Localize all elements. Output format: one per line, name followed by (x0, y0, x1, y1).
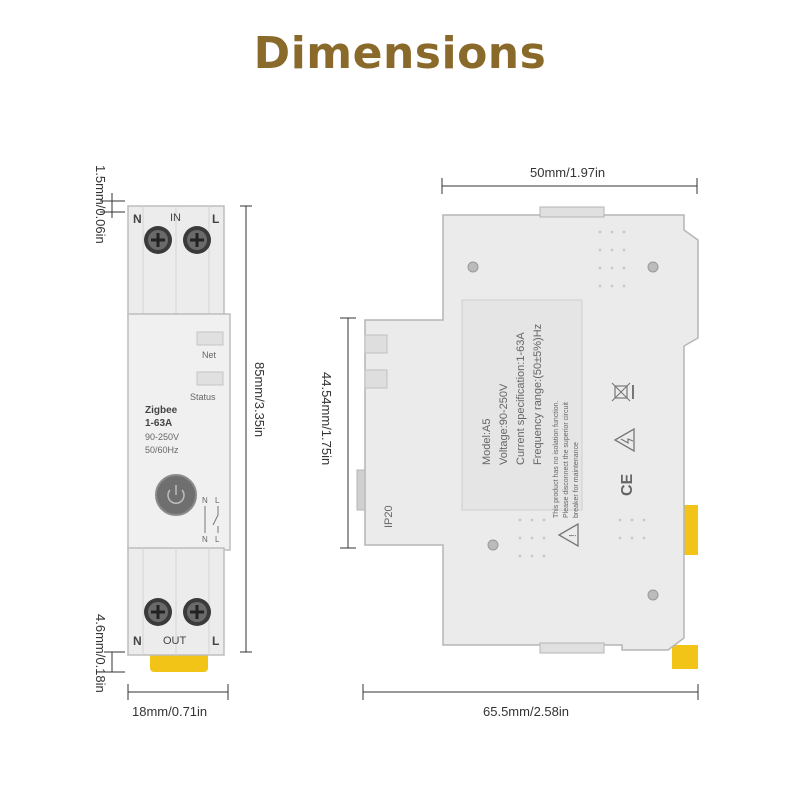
frequency-label: 50/60Hz (145, 445, 179, 455)
screw-icon (144, 598, 172, 626)
bottom-gap-dimension: 4.6mm/0.18in (93, 614, 108, 693)
din-clip-side-bottom (672, 645, 698, 669)
front-width-dimension: 18mm/0.71in (132, 704, 207, 719)
power-icon (167, 485, 185, 505)
rating-label: 1-63A (145, 418, 172, 429)
model-label: Model:A5 (481, 419, 493, 465)
side-screw-icon (467, 261, 479, 273)
weee-bin-icon (611, 382, 634, 402)
side-view: 50mm/1.97in 44.54mm/1.75in 65.5mm/2.58in (319, 165, 699, 719)
front-dimension-lines (100, 193, 252, 700)
top-terminal-right-label: L (212, 212, 219, 226)
switch-diagram: N L N L (202, 496, 220, 544)
side-screw-icon (647, 589, 659, 601)
bottom-terminal-right-label: L (212, 634, 219, 648)
voltage-spec-label: Voltage:90-250V (498, 383, 510, 465)
status-indicator-label: Status (190, 392, 216, 402)
warning-line-2: Please disconnect the superior circuit (563, 402, 570, 518)
electric-hazard-icon (613, 427, 635, 453)
warning-line-1: This product has no isolation function. (553, 400, 560, 518)
page-title: Dimensions (253, 28, 547, 79)
top-terminal-center-label: IN (170, 212, 181, 224)
warning-line-3: breaker for maintenance (573, 442, 580, 518)
frequency-spec-label: Frequency range:(50±5%)Hz (532, 324, 544, 465)
net-indicator (196, 331, 224, 346)
brand-label: Zigbee (145, 405, 178, 416)
screw-icon (183, 598, 211, 626)
bottom-terminal-center-label: OUT (163, 635, 187, 647)
screw-icon (144, 226, 172, 254)
svg-text:N: N (202, 535, 208, 544)
side-dimension-lines (340, 178, 699, 700)
front-view: N IN L N OUT L Net Status Zigbee 1-63A 9… (93, 165, 267, 719)
texture-dots (518, 230, 646, 558)
svg-text:!: ! (568, 534, 579, 537)
bottom-terminal-left-label: N (133, 634, 142, 648)
power-button[interactable] (155, 474, 197, 516)
current-spec-label: Current specification:1-63A (515, 332, 527, 465)
ip-rating-label: IP20 (383, 505, 395, 528)
top-terminal-left-label: N (133, 212, 142, 226)
top-gap-dimension: 1.5mm/0.06in (93, 165, 108, 244)
warning-triangle-icon: ! (557, 522, 579, 548)
svg-text:N: N (202, 496, 208, 505)
net-indicator-label: Net (202, 350, 217, 360)
side-label-panel (461, 299, 583, 511)
front-height-dimension: 85mm/3.35in (252, 362, 267, 437)
side-screw-icon (647, 261, 659, 273)
side-screw-icon (487, 539, 499, 551)
svg-text:L: L (215, 535, 220, 544)
voltage-label: 90-250V (145, 432, 179, 442)
ce-mark: CE (619, 473, 636, 496)
status-indicator (196, 371, 224, 386)
side-bottom-width-dimension: 65.5mm/2.58in (483, 704, 569, 719)
screw-icon (183, 226, 211, 254)
side-top-width-dimension: 50mm/1.97in (530, 165, 605, 180)
side-height-dimension: 44.54mm/1.75in (319, 372, 334, 465)
svg-text:L: L (215, 496, 220, 505)
